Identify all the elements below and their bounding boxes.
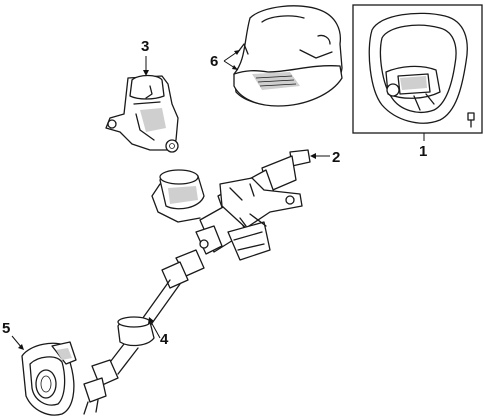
steering-wheel-drawing [368, 12, 468, 124]
callout-1-label: 1 [419, 143, 427, 160]
callout-4-leader [149, 319, 161, 339]
steering-column-part: 2 [151, 149, 340, 261]
callout-2-label: 2 [332, 149, 340, 166]
column-covers-part: 6 [210, 5, 343, 107]
callout-3-label: 3 [141, 38, 149, 55]
callout-5-label: 5 [2, 320, 10, 337]
callout-4-label: 4 [160, 331, 169, 348]
lock-cylinder-housing-part: 3 [105, 38, 179, 153]
callout-6-label: 6 [210, 53, 218, 70]
wheel-bolt [467, 112, 475, 128]
steering-wheel-part: 1 [352, 4, 483, 160]
column-boot-part: 5 [2, 320, 77, 416]
intermediate-shaft-part: 4 [83, 249, 205, 415]
